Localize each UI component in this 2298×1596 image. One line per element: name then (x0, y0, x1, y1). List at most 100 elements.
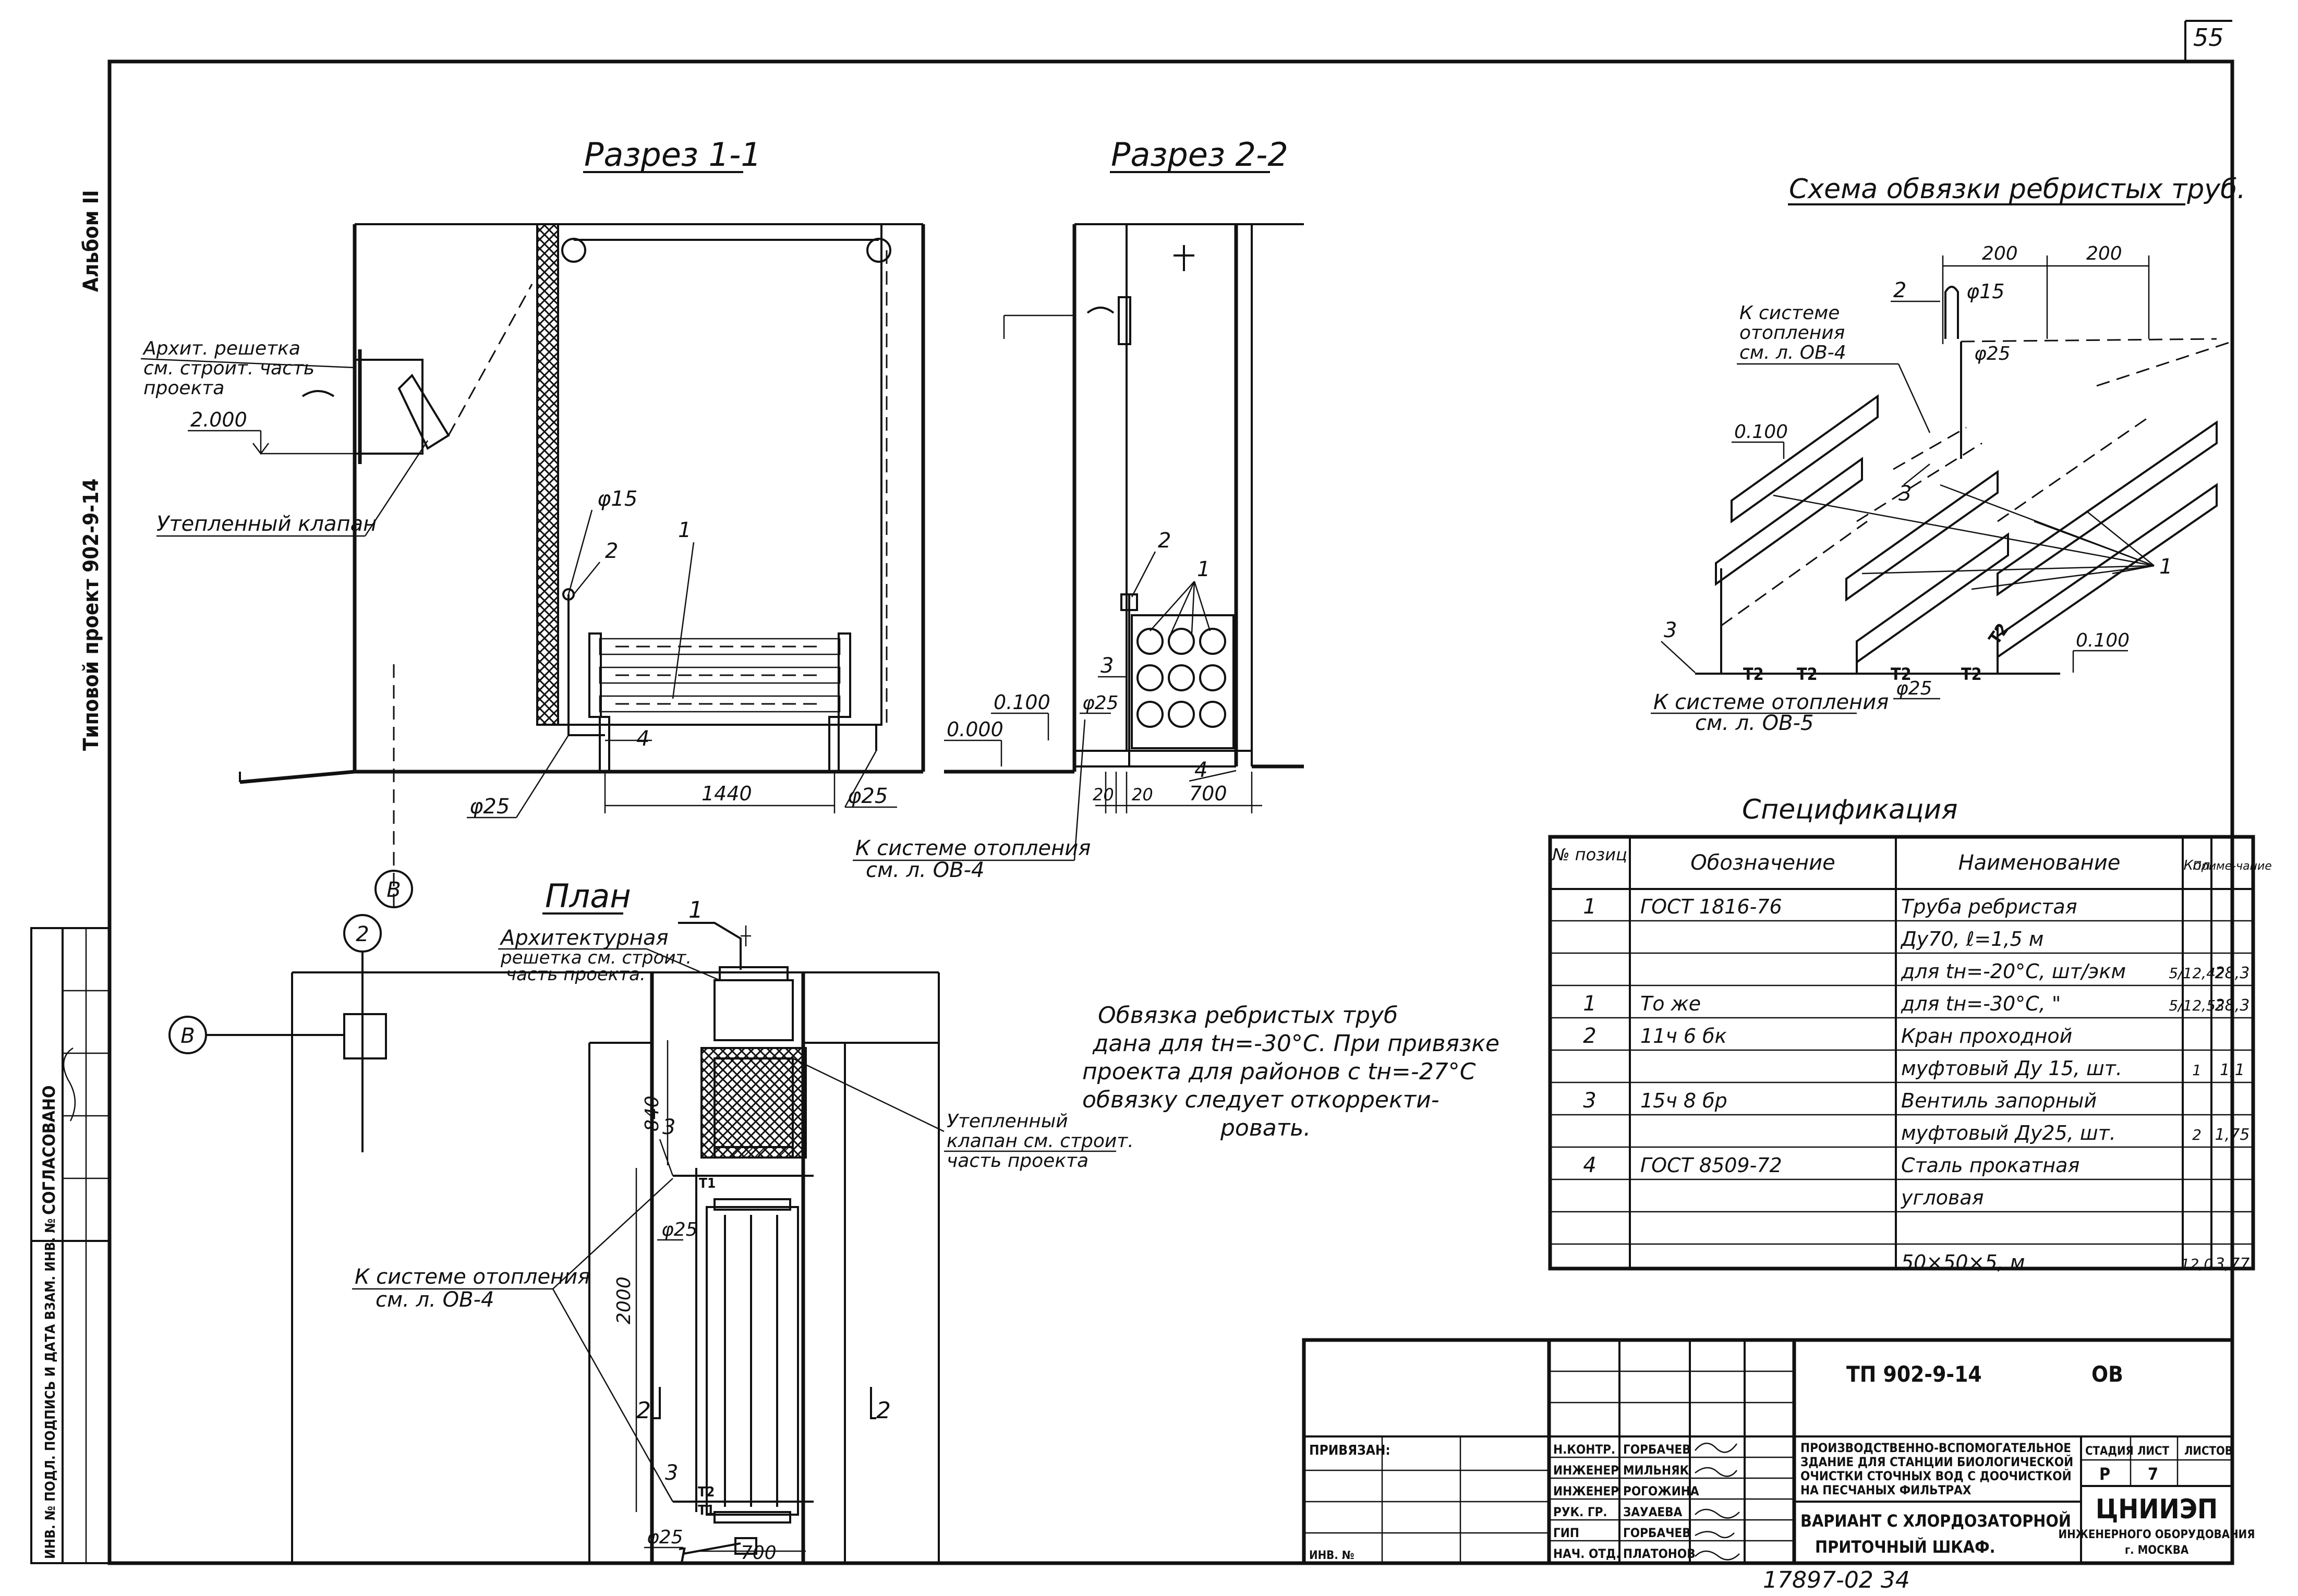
strip-cols-label: ИНВ. № ПОДЛ. ПОДПИСЬ И ДАТА ВЗАМ. ИНВ. № (43, 1219, 58, 1559)
note-line-1: Обвязка ребристых труб (1098, 1002, 1398, 1029)
s2-mark-2: 2 (1158, 529, 1171, 553)
s1-grille-3: проекта (143, 377, 224, 399)
spec-cell-r8-c2: Сталь прокатная (1901, 1154, 2079, 1177)
sch-t2-1: Т2 (1743, 664, 1764, 684)
tb-stage: Р (2099, 1464, 2110, 1484)
spec-row-lines (1550, 920, 2253, 1245)
bottom-stamp: 17897-02 34 (1763, 1567, 1910, 1593)
spec-cell-r11-c3: 12,0 (2181, 1256, 2213, 1273)
sch-heat-top-2: отопления (1739, 322, 1845, 344)
plan-dim-700: 700 (741, 1542, 777, 1564)
spec-cell-r5-c2: муфтовый Ду 15, шт. (1901, 1057, 2122, 1080)
spec-cell-r5-c4: 1,1 (2220, 1061, 2245, 1079)
section-1-1: Разрез 1-1 (140, 136, 925, 819)
tb-object-3: ОЧИСТКИ СТОЧНЫХ ВОД С ДООЧИСТКОЙ (1800, 1468, 2072, 1483)
sch-t2-4: Т2 (1961, 664, 1982, 684)
tb-sheet-label: ЛИСТ (2137, 1445, 2170, 1458)
spec-cell-r5-c3: 1 (2192, 1062, 2202, 1079)
s2-heating-2: см. л. ОВ-4 (866, 858, 984, 882)
spec-cell-r3-c3: 5/12,53 (2169, 997, 2224, 1014)
s1-mark-2: 2 (605, 539, 618, 563)
s2-mark-3: 3 (1100, 654, 1114, 678)
sch-level-left: 0.100 (1734, 421, 1788, 443)
spec-cell-r4-c1: 11ч 6 бк (1640, 1025, 1727, 1047)
scheme-fins-right (1997, 340, 2233, 659)
s2-heating-1: К системе отопления (855, 836, 1091, 860)
s1-valve-label: Утепленный клапан (156, 512, 377, 536)
s2-phi25: φ25 (1082, 692, 1119, 714)
sch-t2-5: Т2 (1985, 619, 2013, 648)
sch-heat-top-1: К системе (1739, 302, 1840, 324)
plan-phi25-a: φ25 (661, 1219, 698, 1240)
spec-cell-r3-c2: для tн=-30°С, " (1901, 992, 2061, 1015)
tb-role-0: Н.КОНТР. (1553, 1442, 1615, 1457)
note-line-4: обвязку следует откорректи- (1082, 1087, 1440, 1113)
spec-cell-r11-c4: 3,77 (2215, 1255, 2250, 1273)
scheme: Схема обвязки ребристых труб. 200 200 (1651, 174, 2246, 735)
tb-role-5: НАЧ. ОТД. (1553, 1546, 1620, 1561)
spec-cell-r0-c2: Труба ребристая (1901, 895, 2077, 918)
plan-cut-2-right: 2 (876, 1397, 891, 1424)
sch-phi25-bottom: φ25 (1896, 678, 1932, 699)
plan-phi25-b: φ25 (647, 1527, 683, 1548)
tb-role-1: ИНЖЕНЕР (1553, 1463, 1619, 1478)
sch-mark-3b: 3 (1664, 618, 1677, 642)
sch-t2-2: Т2 (1797, 664, 1818, 684)
section-2-2: Разрез 2-2 2 (853, 136, 1304, 882)
plan-heating-2: см. л. ОВ-4 (376, 1288, 494, 1312)
s1-phi15: φ15 (597, 487, 637, 511)
spec-cell-r0-c0: 1 (1583, 895, 1596, 919)
sch-level-right: 0.100 (2076, 630, 2130, 651)
sch-mark-3a: 3 (1898, 482, 1912, 506)
plan-title: План (545, 877, 631, 915)
spec-cell-r0-c1: ГОСТ 1816-76 (1640, 895, 1782, 918)
plan-mark-3b: 3 (665, 1461, 678, 1485)
s2-level-0000: 0.000 (947, 718, 1003, 741)
plan-t1-b: Т1 (698, 1503, 715, 1518)
spec-cell-r3-c1: То же (1640, 992, 1701, 1015)
scheme-fins-middle (1845, 442, 2009, 664)
plan-mark-3a: 3 (662, 1115, 675, 1139)
plan-axis-2: 2 (356, 922, 369, 946)
plan-axis-b-left: В (180, 1024, 195, 1048)
note: Обвязка ребристых труб дана для tн=-30°С… (1082, 1002, 1499, 1141)
tb-role-4: ГИП (1553, 1526, 1579, 1540)
s2-dim-700: 700 (1189, 782, 1227, 805)
s2-dim-20a: 20 (1093, 785, 1114, 805)
sch-mark-2: 2 (1893, 278, 1906, 302)
tb-role-3: РУК. ГР. (1553, 1505, 1607, 1519)
plan-cut-1-top: 1 (688, 897, 703, 923)
spec-title: Спецификация (1742, 794, 1958, 825)
s1-grille-2: см. строит. часть (143, 358, 315, 379)
spec-cell-r6-c0: 3 (1583, 1089, 1596, 1113)
tb-roles: Н.КОНТР. ГОРБАЧЕВ ИНЖЕНЕР МИЛЬНЯК ИНЖЕНЕР РОГ… (1553, 1442, 1699, 1561)
tb-inv: ИНВ. № (1309, 1549, 1354, 1562)
tb-drawing-1: ВАРИАНТ С ХЛОРДОЗАТОРНОЙ (1800, 1511, 2071, 1531)
sheet-frame: 55 (107, 20, 2234, 1565)
tb-name-1: МИЛЬНЯК (1623, 1463, 1689, 1478)
scheme-fins-left (1715, 394, 1967, 627)
spec-cell-r6-c2: Вентиль запорный (1901, 1089, 2097, 1112)
tb-name-0: ГОРБАЧЕВ (1623, 1442, 1691, 1457)
section2-radiator-grid (1120, 593, 1235, 766)
plan-cut-2-left: 2 (636, 1397, 651, 1424)
spec-h-note: Приме-чание (2193, 860, 2272, 873)
tb-sheets-label: ЛИСТОВ (2184, 1445, 2233, 1458)
plan-valve-1: Утепленный (947, 1111, 1068, 1132)
album-label: Альбом II (79, 190, 103, 292)
s2-level-0100: 0.100 (994, 691, 1050, 714)
scheme-leaders-1 (1773, 484, 2155, 590)
project-label: Типовой проект 902-9-14 (79, 479, 103, 751)
title-block: ПРИВЯЗАН: ИНВ. № Н.КОНТР.ГОРБАЧЕВИНЖЕНЕР… (1302, 1338, 2255, 1565)
sch-phi25-top: φ25 (1974, 343, 2011, 364)
plan-t1-a: Т1 (699, 1176, 716, 1191)
plan-grille-1: Архитектурная (499, 926, 669, 950)
tb-role-2: ИНЖЕНЕР (1553, 1484, 1619, 1498)
tb-org-sub-2: г. МОСКВА (2125, 1544, 2189, 1557)
section1-radiators (562, 588, 877, 773)
s2-mark-1: 1 (1197, 557, 1210, 581)
tb-name-2: РОГОЖИНА (1623, 1484, 1699, 1498)
left-strip: Альбом II Типовой проект 902-9-14 СОГЛАС… (30, 190, 111, 1564)
plan-t2: Т2 (698, 1484, 715, 1500)
